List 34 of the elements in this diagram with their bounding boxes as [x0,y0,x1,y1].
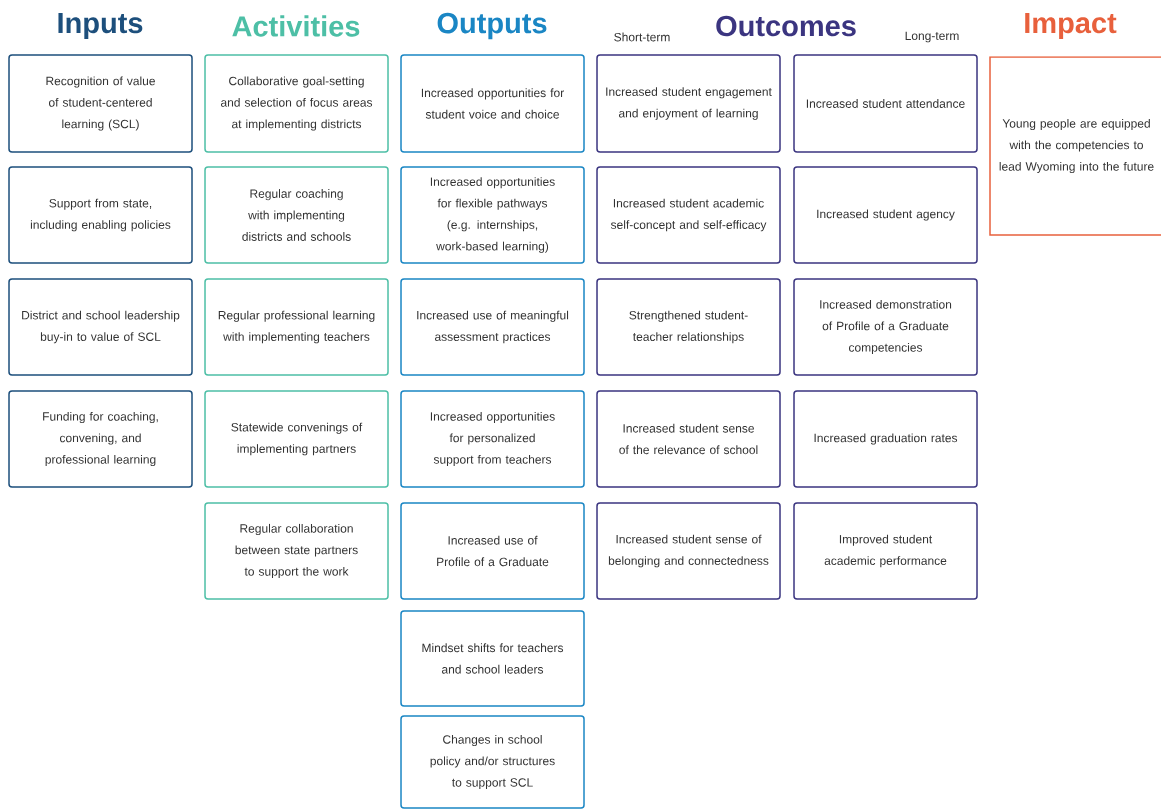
column-heading: Activities [232,15,360,37]
impact-box: Young people are equipped with the competencies to lead Wyoming into the future [989,56,1161,236]
input-box: Support from state, including enabling policies [8,166,193,264]
output-box: Increased opportunities for personalized support from teachers [400,390,585,488]
outcome-box: Increased demonstration of Profile of a Graduate competencies [793,278,978,376]
output-box: Increased opportunities for flexible pathways (e.g. internships, work-based learning) [400,166,585,264]
column-heading: Impact [1025,13,1117,39]
output-box: Changes in school policy and/or structures to support SCL [400,715,585,809]
outcome-box: Increased student sense of the relevance of school [596,390,781,488]
timeframe-label: Short-term [614,32,670,42]
outcome-box: Increased student attendance [793,54,978,153]
input-box: District and school leadership buy-in to value of SCL [8,278,193,376]
outcome-box: Improved student academic performance [793,502,978,600]
activity-box: Regular professional learning with implementing teachers [204,278,389,376]
outcome-box: Increased student agency [793,166,978,264]
outcome-box: Increased student sense of belonging and connectedness [596,502,781,600]
input-box: Funding for coaching, convening, and professional learning [8,390,193,488]
outcome-box: Increased student academic self-concept and self-efficacy [596,166,781,264]
activity-box: Collaborative goal-setting and selection of focus areas at implementing districts [204,54,389,153]
outcome-box: Increased graduation rates [793,390,978,488]
column-heading: Outputs [437,12,547,40]
input-box: Recognition of value of student-centered learning (SCL) [8,54,193,153]
outcome-box: Strengthened student-teacher relationships [596,278,781,376]
column-heading: Outcomes [716,15,856,37]
outcome-box: Increased student engagement and enjoyment of learning [596,54,781,153]
activity-box: Statewide convenings of implementing partners [204,390,389,488]
activity-box: Regular collaboration between state partners to support the work [204,502,389,600]
activity-box: Regular coaching with implementing districts and schools [204,166,389,264]
output-box: Increased use of Profile of a Graduate [400,502,585,600]
output-box: Increased use of meaningful assessment practices [400,278,585,376]
timeframe-label: Long-term [905,31,959,43]
output-box: Mindset shifts for teachers and school leaders [400,610,585,707]
output-box: Increased opportunities for student voice and choice [400,54,585,153]
column-heading: Inputs [58,13,143,39]
